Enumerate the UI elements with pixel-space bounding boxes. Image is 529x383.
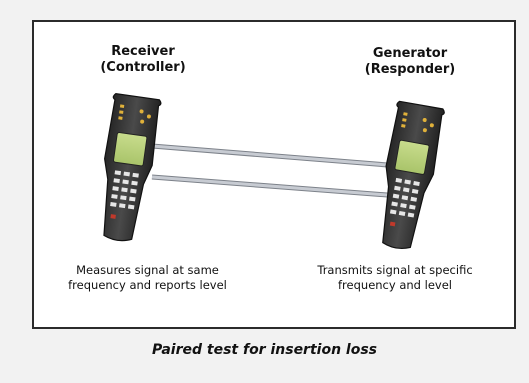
receiver-desc-line2: frequency and reports level	[68, 278, 227, 292]
receiver-title-line2: (Controller)	[100, 60, 186, 75]
generator-title-line1: Generator	[372, 46, 448, 61]
generator-desc-line2: frequency and level	[338, 278, 452, 292]
generator-title: Generator (Responder)	[355, 46, 465, 78]
figure-caption: Paired test for insertion loss	[151, 342, 377, 358]
generator-description: Transmits signal at specific frequency a…	[300, 263, 490, 293]
test-cables	[151, 143, 401, 199]
receiver-title: Receiver (Controller)	[88, 44, 198, 76]
receiver-device	[103, 93, 162, 242]
receiver-desc-line1: Measures signal at same	[76, 263, 219, 277]
generator-desc-line1: Transmits signal at specific	[317, 263, 473, 277]
receiver-title-line1: Receiver	[111, 44, 175, 59]
receiver-description: Measures signal at same frequency and re…	[55, 263, 240, 293]
generator-device	[382, 100, 445, 250]
generator-title-line2: (Responder)	[364, 62, 456, 77]
